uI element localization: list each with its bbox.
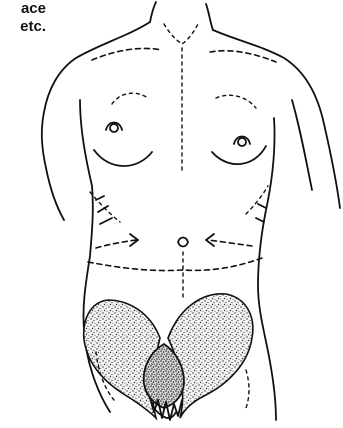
right-breast-outline: [212, 146, 266, 164]
umbilicus: [178, 238, 188, 247]
right-arrow-shaft: [208, 240, 252, 246]
right-clavicle-dash: [210, 51, 276, 62]
left-breast-outline: [94, 150, 152, 166]
rib-line-right: [246, 186, 268, 214]
neck-notch-dash: [164, 24, 198, 44]
lower-abdomen-dash: [88, 258, 262, 271]
right-shoulder-arm-outline: [213, 30, 340, 208]
neck-left-outline: [150, 2, 156, 22]
right-hip-dash: [246, 370, 249, 408]
left-clavicle-dash: [92, 48, 162, 60]
flank-hatch-left: [96, 196, 112, 224]
left-nipple: [110, 124, 118, 132]
right-stippled-lobe: [168, 294, 253, 418]
right-nipple: [238, 138, 246, 146]
right-torso-side: [258, 118, 276, 420]
left-shoulder-arm-outline: [42, 22, 150, 220]
right-chest-contour: [216, 95, 256, 108]
neck-right-outline: [206, 4, 213, 30]
right-arm-inner-outline: [292, 100, 312, 190]
left-chest-contour: [112, 93, 148, 104]
